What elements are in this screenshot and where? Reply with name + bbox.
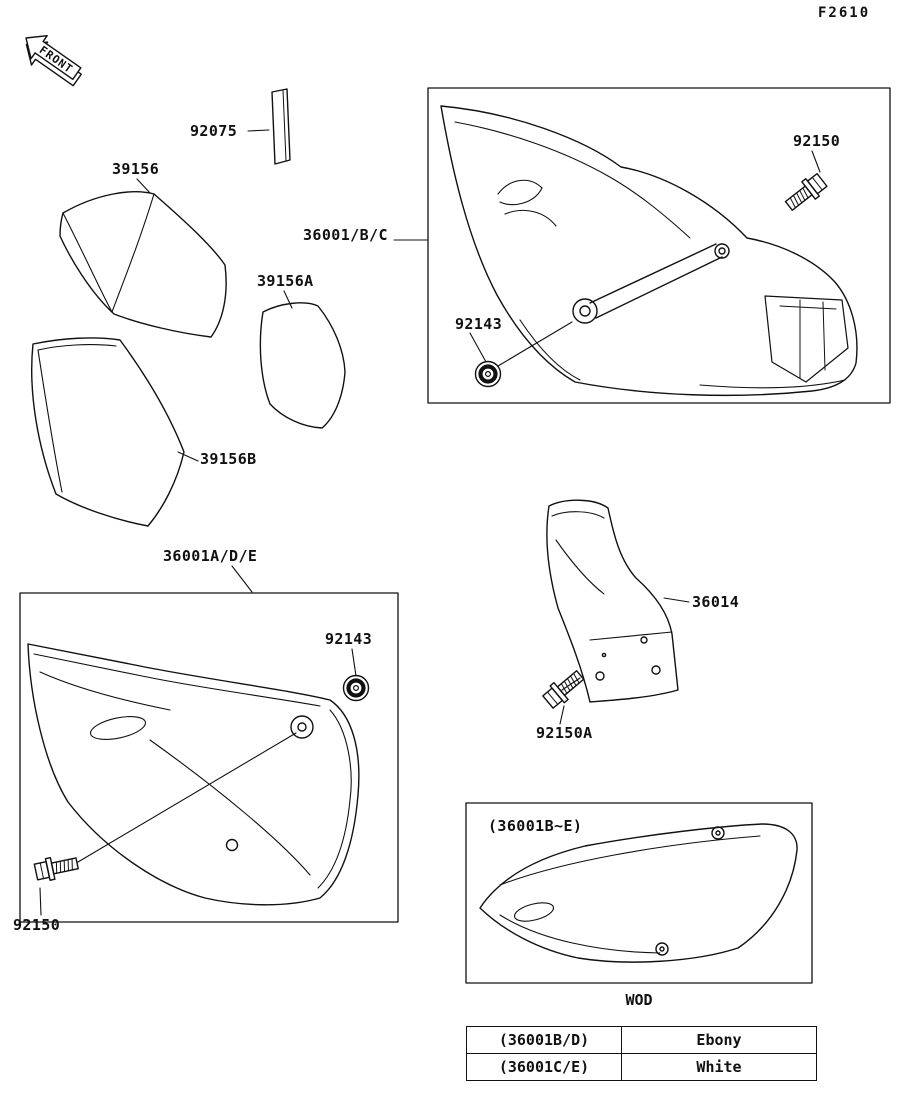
figure-boxes <box>19 87 891 984</box>
grommet-92143-top-icon <box>476 362 501 387</box>
figure-code: F2610 <box>818 5 871 21</box>
side-cover-36001ade-drawing <box>27 643 360 906</box>
pad-39156a-drawing <box>259 302 346 429</box>
bolt-92150a-icon <box>540 665 588 712</box>
pad-39156b-drawing <box>31 337 185 527</box>
part-label-36001ade: 36001A/D/E <box>163 547 258 565</box>
wod-label: WOD <box>625 991 653 1009</box>
part-label-36014: 36014 <box>692 593 740 611</box>
variant-label-36001be: (36001B~E) <box>488 817 583 835</box>
side-cover-36001be-drawing <box>479 823 798 963</box>
part-label-39156b: 39156B <box>200 450 257 468</box>
leader-lines <box>39 129 821 916</box>
bolt-92150-top-icon <box>781 170 830 216</box>
strip-92075-drawing <box>271 88 291 165</box>
part-label-39156a: 39156A <box>257 272 314 290</box>
part-label-39156: 39156 <box>112 160 160 178</box>
table-cell-color: White <box>621 1053 817 1081</box>
front-arrow: FRONT <box>25 35 82 87</box>
side-cover-36001bc-drawing <box>440 105 858 397</box>
bolt-92150-bottom-icon <box>33 851 81 884</box>
part-label-92143-bottom: 92143 <box>325 630 373 648</box>
part-label-92150-top: 92150 <box>793 132 841 150</box>
table-row: (36001B/D) Ebony <box>466 1026 817 1054</box>
part-label-92150a: 92150A <box>536 724 593 742</box>
part-label-92075: 92075 <box>190 122 238 140</box>
grommet-92143-bottom-icon <box>344 676 369 701</box>
table-row: (36001C/E) White <box>466 1053 817 1081</box>
part-label-36001bc: 36001/B/C <box>303 226 388 244</box>
pad-39156-drawing <box>59 191 227 338</box>
chain-cover-36014-drawing <box>546 499 679 703</box>
table-cell-color: Ebony <box>621 1026 817 1054</box>
part-label-92143-top: 92143 <box>455 315 503 333</box>
table-cell-part: (36001B/D) <box>466 1026 622 1054</box>
part-label-92150-bottom: 92150 <box>13 916 61 934</box>
color-table: (36001B/D) Ebony (36001C/E) White <box>466 1026 817 1081</box>
table-cell-part: (36001C/E) <box>466 1053 622 1081</box>
